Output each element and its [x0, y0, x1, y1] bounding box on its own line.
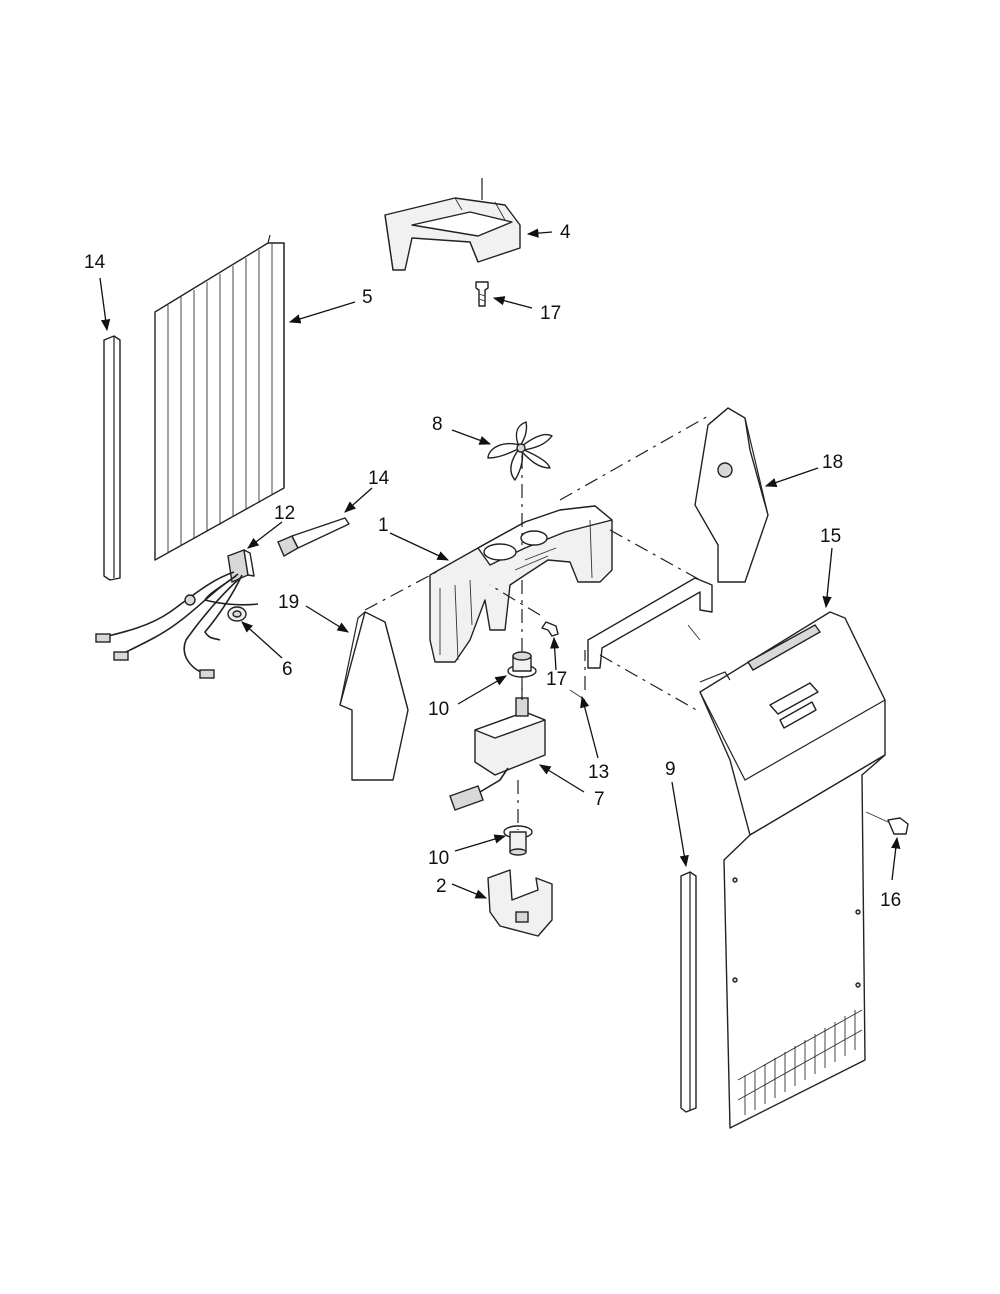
callout-8: 8: [432, 414, 443, 435]
callout-7: 7: [594, 789, 605, 810]
callout-16: 16: [880, 890, 901, 911]
callout-14: 14: [368, 468, 390, 489]
part-13-bracket: [569, 577, 713, 701]
callout-18: 18: [822, 452, 843, 473]
callout-1: 1: [378, 515, 389, 536]
part-1-fan-housing: [429, 505, 613, 663]
part-15-cover-lower: [723, 754, 886, 1129]
part-10-bushing-lower: [503, 825, 533, 856]
leader-lines: [99, 228, 901, 899]
part-8-fan-blade: [487, 421, 553, 481]
part-7-fan-motor: [449, 688, 546, 811]
part-12-wire-harness: [95, 549, 259, 679]
callout-2: 2: [436, 876, 447, 897]
callout-12: 12: [274, 503, 295, 524]
callout-6: 6: [282, 659, 293, 680]
part-17-screw-middle: [541, 621, 559, 637]
callout-15: 15: [820, 526, 841, 547]
callout-17: 17: [546, 669, 567, 690]
callout-17: 17: [540, 303, 561, 324]
part-10-bushing-upper: [507, 651, 537, 678]
callout-10: 10: [428, 848, 449, 869]
callout-13: 13: [588, 762, 609, 783]
callout-4: 4: [560, 222, 571, 243]
part-4-vent-bracket: [384, 178, 521, 271]
part-15-cover-upper: [699, 611, 886, 836]
part-2-motor-bracket: [487, 869, 553, 937]
part-9-foam-strip: [680, 871, 697, 1113]
callout-10: 10: [428, 699, 449, 720]
part-5-evaporator-panel: [154, 234, 285, 561]
part-19-side-shroud: [339, 611, 409, 781]
part-16-screw: [865, 811, 909, 835]
callouts: 4 17 14 5 8 18 14 12 1 15 19 6 17 10 13 …: [84, 222, 901, 911]
part-17-screw-top: [475, 281, 489, 307]
part-18-side-shroud: [694, 407, 769, 583]
part-6-grommet: [227, 606, 247, 622]
callout-9: 9: [665, 759, 676, 780]
callout-5: 5: [362, 287, 373, 308]
callout-19: 19: [278, 592, 299, 613]
callout-14: 14: [84, 252, 106, 273]
part-14-thermistor: [277, 517, 350, 557]
assembly-lines: [364, 414, 711, 830]
part-14-foam-strip-left: [103, 335, 121, 581]
